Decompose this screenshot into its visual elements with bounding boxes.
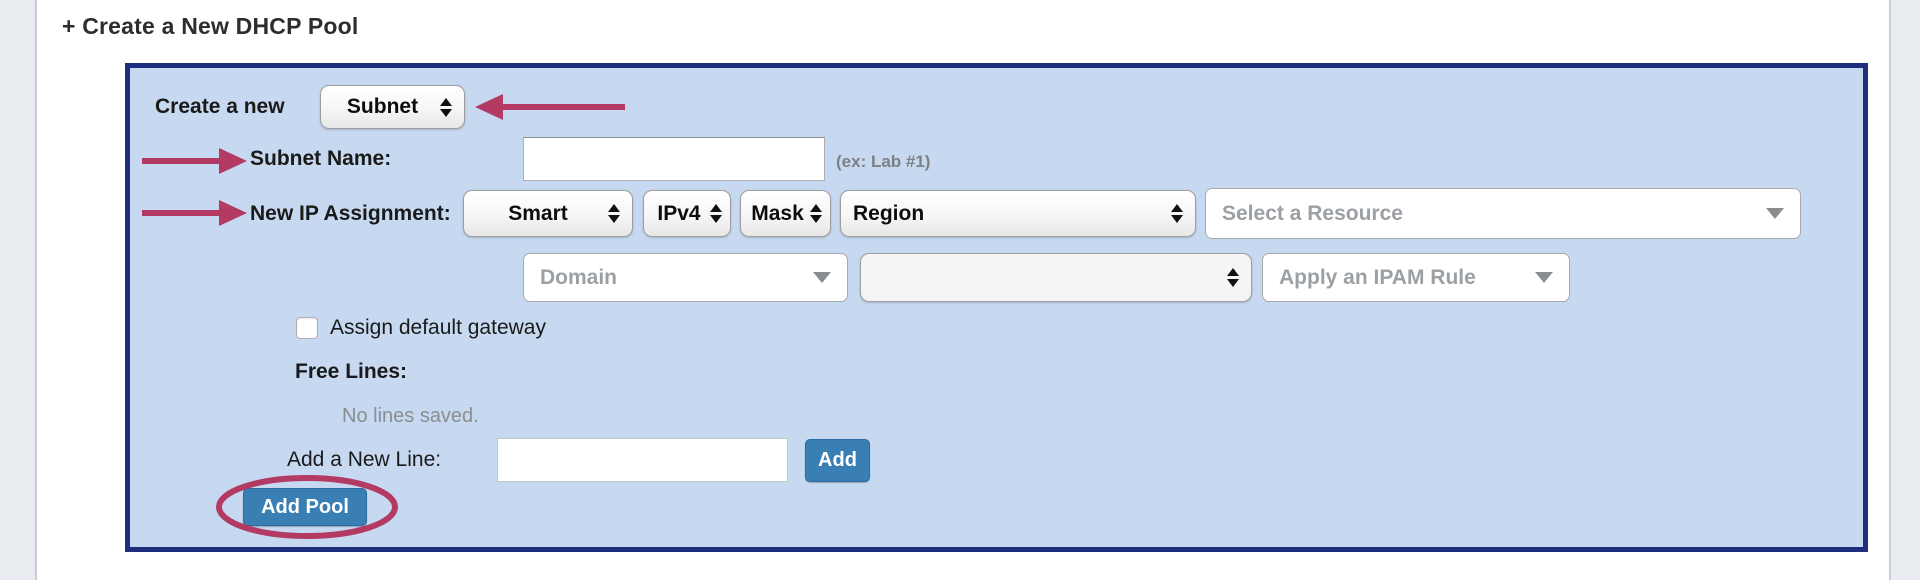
assign-default-gateway-label: Assign default gateway [330, 316, 546, 339]
dropdown-arrow-icon [813, 272, 831, 283]
free-lines-empty-message: No lines saved. [342, 404, 479, 427]
select-updown-icon [1227, 268, 1239, 287]
resource-select[interactable]: Select a Resource [1205, 188, 1801, 239]
ipam-rule-select[interactable]: Apply an IPAM Rule [1262, 253, 1570, 302]
arrow-right-subnet-name-icon [142, 148, 247, 174]
mask-select[interactable]: Mask [740, 190, 831, 237]
add-line-input[interactable] [497, 438, 788, 482]
pool-type-select[interactable]: Subnet [320, 85, 465, 129]
dhcp-pool-form-panel: Create a new Subnet Subnet Name: (ex: La… [125, 63, 1868, 552]
add-pool-button-label: Add Pool [261, 495, 349, 518]
free-lines-label: Free Lines: [295, 360, 408, 383]
add-line-button[interactable]: Add [805, 439, 870, 482]
select-updown-icon [608, 204, 620, 223]
page-title: + Create a New DHCP Pool [62, 13, 359, 39]
subnet-name-label: Subnet Name: [250, 147, 392, 170]
assignment-method-value: Smart [508, 201, 568, 225]
left-page-gutter [0, 0, 37, 580]
select-updown-icon [1171, 204, 1183, 223]
new-ip-assignment-label: New IP Assignment: [250, 201, 451, 225]
dropdown-arrow-icon [1535, 272, 1553, 283]
dropdown-arrow-icon [1766, 208, 1784, 219]
add-a-new-line-label: Add a New Line: [287, 448, 442, 471]
add-pool-button[interactable]: Add Pool [243, 488, 367, 526]
select-updown-icon [439, 97, 452, 117]
domain-placeholder: Domain [540, 265, 618, 289]
ipam-rule-placeholder: Apply an IPAM Rule [1279, 265, 1476, 289]
arrow-right-ip-assignment-icon [142, 200, 247, 226]
ip-version-value: IPv4 [657, 201, 701, 225]
add-line-button-label: Add [818, 449, 857, 471]
subnet-name-input[interactable] [523, 137, 825, 181]
assignment-method-select[interactable]: Smart [463, 190, 633, 237]
region-value: Region [853, 201, 925, 225]
assign-default-gateway-checkbox[interactable] [296, 317, 318, 339]
mask-value: Mask [751, 201, 804, 225]
ip-version-select[interactable]: IPv4 [643, 190, 731, 237]
domain-select[interactable]: Domain [523, 253, 848, 302]
scope-select[interactable] [860, 253, 1252, 302]
right-page-gutter [1889, 0, 1920, 580]
create-a-new-label: Create a new [155, 95, 285, 118]
region-select[interactable]: Region [840, 190, 1196, 237]
select-updown-icon [709, 204, 722, 223]
resource-placeholder: Select a Resource [1222, 201, 1403, 225]
subnet-name-hint: (ex: Lab #1) [836, 152, 931, 171]
pool-type-value: Subnet [346, 95, 419, 118]
select-updown-icon [810, 204, 822, 223]
arrow-left-icon [475, 94, 625, 120]
